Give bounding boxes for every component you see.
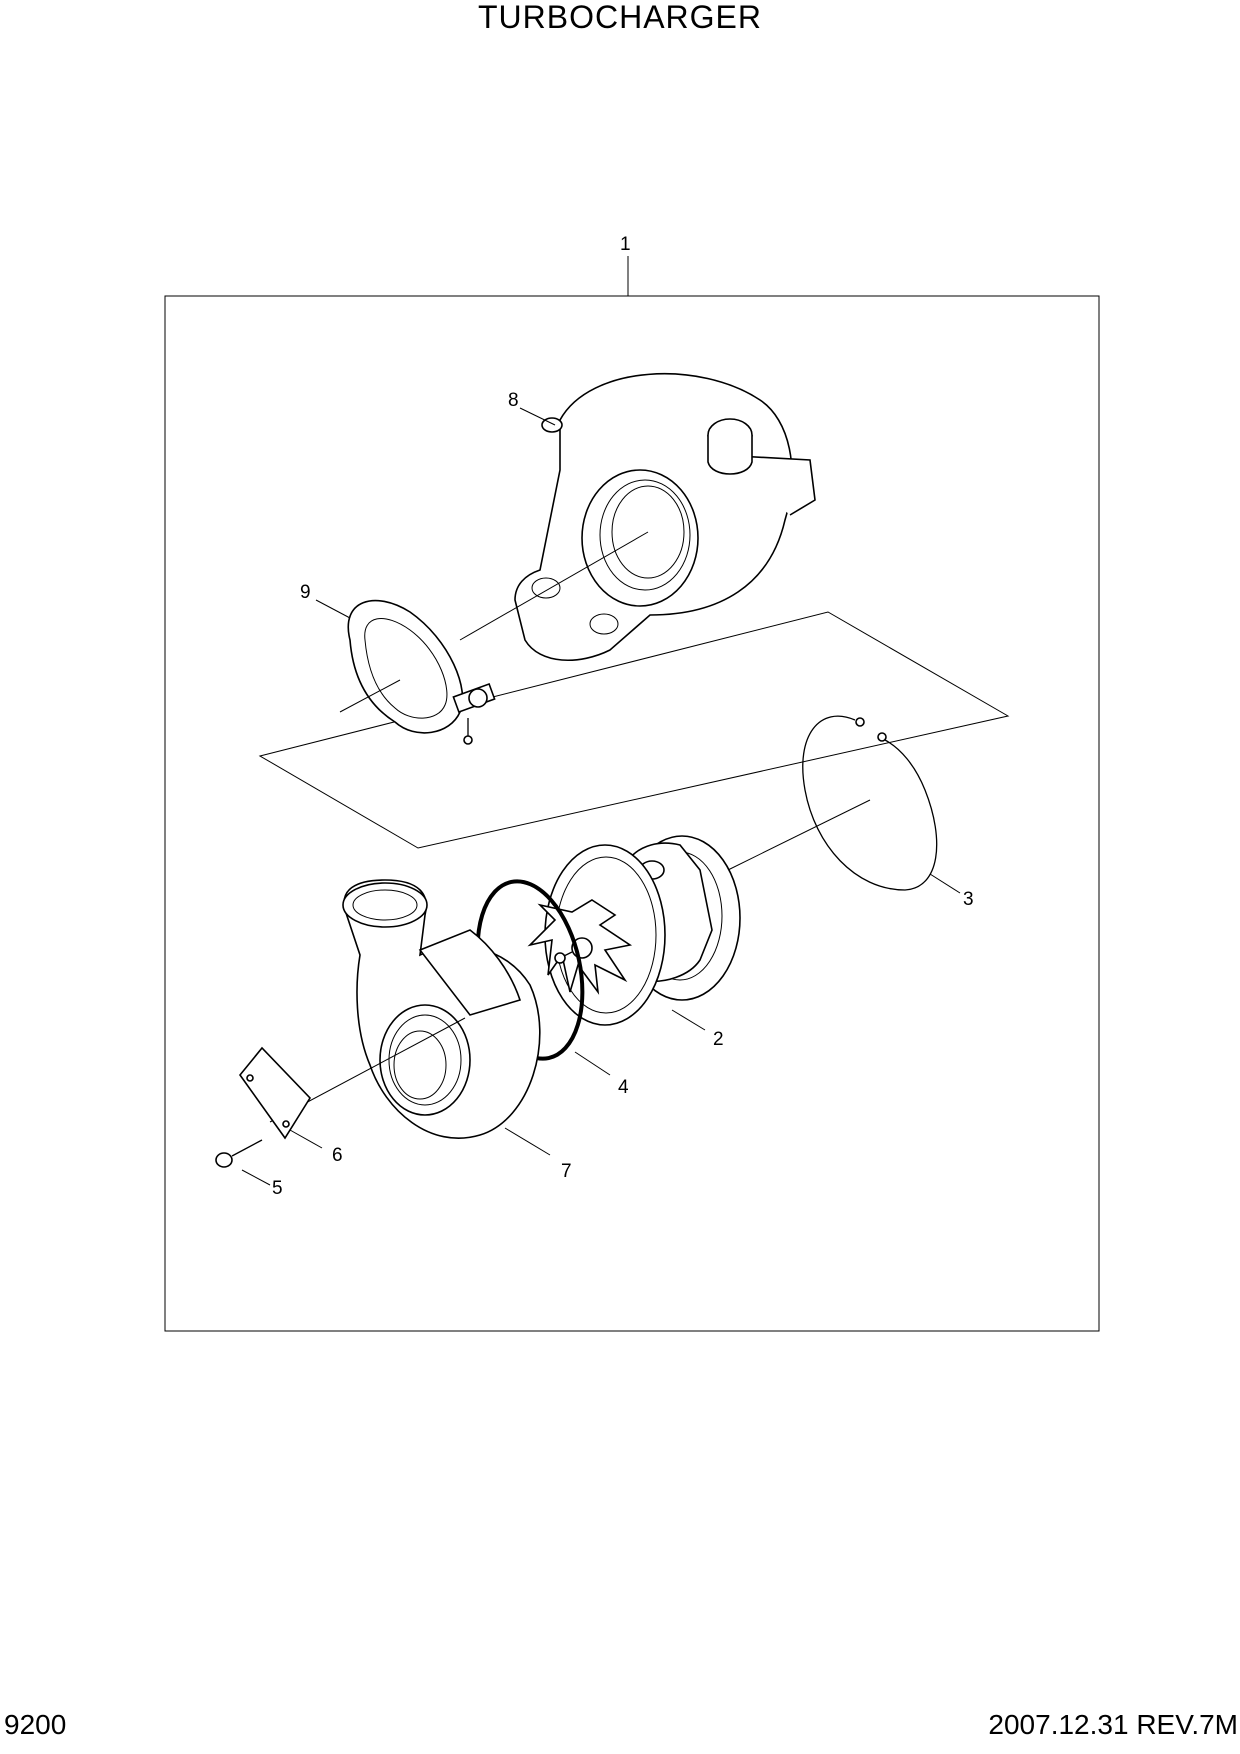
leader-8	[519, 407, 556, 426]
assembly-frame	[164, 295, 1100, 1332]
callout-3: 3	[963, 889, 974, 910]
leader-7	[504, 1127, 551, 1156]
callout-2: 2	[713, 1029, 724, 1050]
snap-ring-part	[802, 715, 938, 891]
leader-6	[289, 1129, 323, 1149]
leader-2	[671, 1009, 706, 1031]
callout-1: 1	[620, 234, 631, 255]
exploded-plane	[258, 611, 1010, 849]
cartridge-part	[527, 835, 741, 1026]
axis-line-8	[459, 531, 649, 641]
bearing-housing-part	[514, 372, 816, 662]
leader-4	[574, 1051, 611, 1076]
compressor-housing-part	[342, 879, 541, 1139]
callout-7: 7	[561, 1161, 572, 1182]
page-number: 9200	[4, 1709, 67, 1740]
leader-3	[929, 873, 961, 894]
revision-date: 2007.12.31 REV.7M	[988, 1709, 1238, 1740]
leader-5	[241, 1169, 271, 1186]
v-band-clamp-part	[347, 599, 496, 745]
screw-part	[215, 1139, 263, 1168]
axis-line-9	[339, 679, 401, 713]
plate-part	[238, 1046, 312, 1140]
page-title: TURBOCHARGER	[477, 0, 762, 35]
callout-4: 4	[618, 1077, 629, 1098]
callout-5: 5	[272, 1178, 283, 1199]
leader-9	[315, 599, 351, 619]
callout-8: 8	[508, 390, 519, 411]
callout-9: 9	[300, 582, 311, 603]
axis-line-3	[727, 799, 871, 871]
callout-6: 6	[332, 1145, 343, 1166]
